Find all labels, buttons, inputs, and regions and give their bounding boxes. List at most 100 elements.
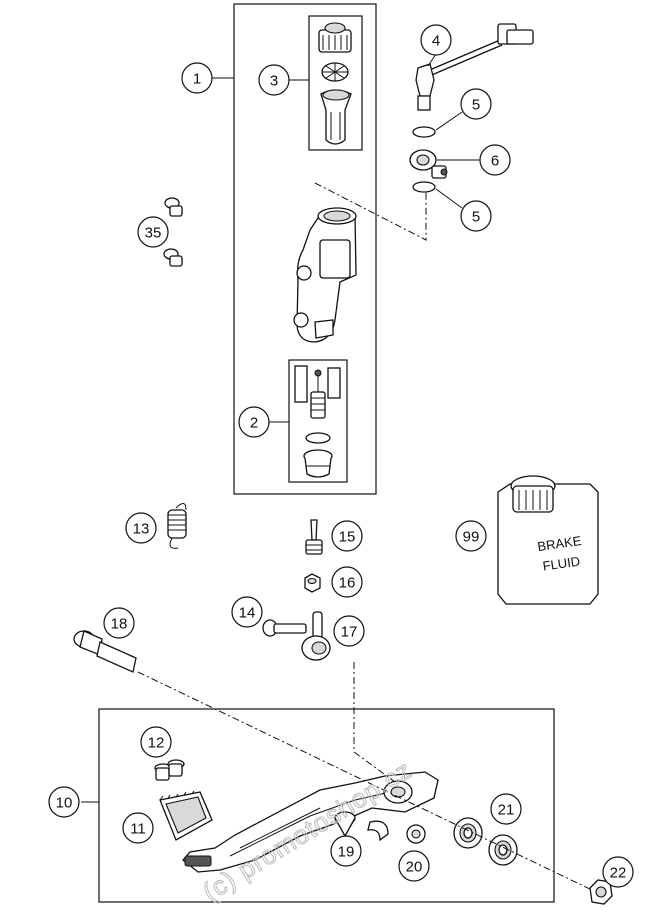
leader-lines bbox=[81, 53, 480, 803]
callout-circle bbox=[602, 856, 634, 888]
callout-c19: 19 bbox=[330, 835, 362, 867]
callout-circle bbox=[137, 216, 169, 248]
callout-number: 13 bbox=[133, 521, 150, 538]
hex-nut-part bbox=[304, 573, 321, 593]
reservoir-diaphragm-part bbox=[321, 62, 349, 82]
callout-number: 18 bbox=[111, 616, 128, 633]
push-rod-part bbox=[305, 519, 323, 555]
callout-number: 2 bbox=[250, 415, 258, 432]
callout-c5b: 5 bbox=[460, 200, 492, 232]
callout-number: 20 bbox=[406, 859, 423, 876]
clevis-part bbox=[301, 611, 331, 661]
callout-c2: 2 bbox=[238, 406, 270, 438]
callout-c3: 3 bbox=[258, 64, 290, 96]
callout-c21: 21 bbox=[490, 793, 522, 825]
pedal-bolt-part bbox=[73, 630, 137, 673]
callout-c6: 6 bbox=[479, 144, 511, 176]
callout-c15: 15 bbox=[331, 520, 363, 552]
spacer-bushings-part bbox=[154, 759, 185, 781]
callout-c20: 20 bbox=[398, 850, 430, 882]
return-spring-part bbox=[167, 503, 187, 549]
callout-c22: 22 bbox=[602, 856, 634, 888]
reservoir-cap-part bbox=[318, 22, 352, 53]
brake-pedal-part bbox=[182, 771, 439, 873]
callout-number: 1 bbox=[193, 71, 201, 88]
callout-circle bbox=[331, 520, 363, 552]
callout-number: 35 bbox=[145, 225, 162, 242]
callout-number: 5 bbox=[472, 97, 480, 114]
callout-number: 6 bbox=[491, 153, 499, 170]
callout-number: 3 bbox=[270, 73, 278, 90]
callout-c5a: 5 bbox=[460, 88, 492, 120]
reservoir-subgroup-box bbox=[308, 15, 363, 151]
callout-circle bbox=[460, 200, 492, 232]
callout-c35: 35 bbox=[137, 216, 169, 248]
master-cylinder-group-box bbox=[233, 3, 377, 495]
callout-c99: 99 bbox=[455, 520, 487, 552]
callout-number: 11 bbox=[130, 821, 146, 838]
callout-c18: 18 bbox=[103, 607, 135, 639]
seal-ring-part bbox=[406, 824, 426, 844]
callout-number: 12 bbox=[148, 735, 165, 752]
screw-upper-part bbox=[164, 197, 183, 217]
callout-circle bbox=[122, 812, 154, 844]
callout-circle bbox=[420, 24, 452, 56]
brake-fluid-bottle-part: BRAKE FLUID bbox=[497, 475, 599, 605]
bearing-right-part bbox=[488, 834, 518, 866]
callout-circle bbox=[479, 144, 511, 176]
pedal-nut-part bbox=[589, 879, 613, 905]
callout-circle bbox=[181, 62, 213, 94]
piston-boot-part bbox=[303, 449, 333, 478]
callout-number: 5 bbox=[472, 209, 480, 226]
washer-lower-part bbox=[412, 181, 436, 193]
callout-circle bbox=[125, 512, 157, 544]
brake-pedal-group-box bbox=[98, 708, 555, 903]
callout-circle bbox=[140, 726, 172, 758]
piston-spring-left-part bbox=[294, 365, 308, 403]
banjo-bolt-part bbox=[409, 149, 448, 179]
bottle-label-fluid: FLUID bbox=[542, 554, 581, 574]
callout-circle bbox=[333, 615, 365, 647]
callout-c16: 16 bbox=[331, 566, 363, 598]
reservoir-body-part bbox=[320, 89, 352, 145]
callout-number: 17 bbox=[341, 624, 358, 641]
callout-c17: 17 bbox=[333, 615, 365, 647]
callout-circle bbox=[231, 596, 263, 628]
callout-c1: 1 bbox=[181, 62, 213, 94]
callout-number: 16 bbox=[339, 575, 356, 592]
brake-line-hose-part bbox=[415, 23, 534, 111]
piston-washer-part bbox=[305, 432, 331, 444]
callout-number: 19 bbox=[338, 844, 355, 861]
washer-upper-part bbox=[412, 126, 436, 138]
callout-number: 14 bbox=[239, 605, 256, 622]
callout-c13: 13 bbox=[125, 512, 157, 544]
callout-number: 15 bbox=[339, 529, 356, 546]
callout-c14: 14 bbox=[231, 596, 263, 628]
master-cylinder-body-part bbox=[293, 207, 357, 343]
callout-number: 21 bbox=[498, 802, 515, 819]
callout-circle bbox=[455, 520, 487, 552]
bottle-label-brake: BRAKE bbox=[537, 533, 583, 554]
callout-number: 22 bbox=[610, 865, 627, 882]
piston-spring-right-part bbox=[327, 367, 341, 399]
piston-kit-subgroup-box bbox=[288, 359, 348, 483]
callout-circle bbox=[330, 835, 362, 867]
assembly-line-bolt-axis bbox=[137, 671, 593, 891]
callout-c12: 12 bbox=[140, 726, 172, 758]
screw-lower-part bbox=[163, 248, 183, 267]
callout-circle bbox=[238, 406, 270, 438]
callout-circle bbox=[460, 88, 492, 120]
piston-rod-part bbox=[310, 369, 326, 419]
callout-circle bbox=[490, 793, 522, 825]
callout-number: 10 bbox=[56, 795, 73, 812]
callout-c4: 4 bbox=[420, 24, 452, 56]
callout-circle bbox=[331, 566, 363, 598]
callout-circle bbox=[103, 607, 135, 639]
assembly-line-clevis-to-pedal bbox=[353, 662, 396, 783]
callout-number: 4 bbox=[432, 33, 440, 50]
assembly-line-master-to-banjo bbox=[314, 182, 427, 241]
pivot-bolt-part bbox=[262, 619, 307, 637]
callout-c10: 10 bbox=[48, 786, 80, 818]
pedal-tip-part bbox=[159, 790, 213, 841]
